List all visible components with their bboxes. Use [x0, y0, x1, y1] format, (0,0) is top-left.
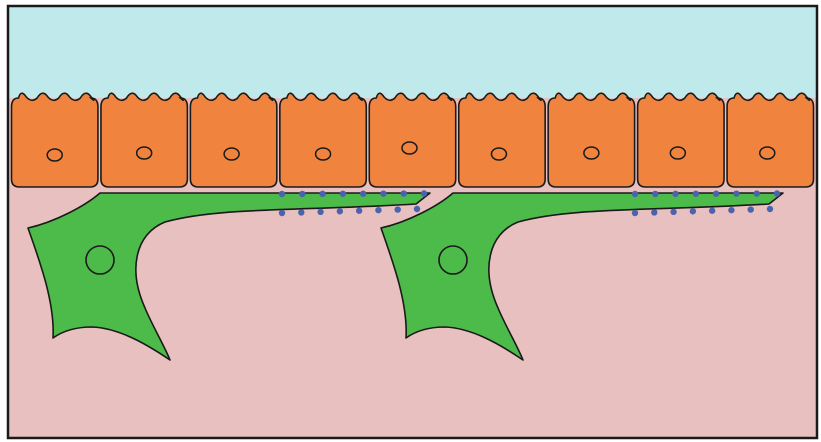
membrane-dot [652, 191, 658, 197]
epithelial-cell [727, 93, 813, 187]
membrane-dot [728, 207, 734, 213]
membrane-dot [401, 190, 407, 196]
membrane-dot [670, 209, 676, 215]
lumen-region [8, 6, 817, 98]
epithelial-cell [459, 93, 545, 187]
membrane-dot [672, 191, 678, 197]
epithelial-cell [101, 93, 187, 187]
epithelial-layer [12, 93, 814, 187]
membrane-dot [713, 191, 719, 197]
membrane-dot [395, 206, 401, 212]
membrane-dot [375, 207, 381, 213]
membrane-dot [774, 190, 780, 196]
membrane-dot [690, 208, 696, 214]
membrane-dot [709, 208, 715, 214]
membrane-dot [279, 210, 285, 216]
membrane-dot [340, 191, 346, 197]
membrane-dot [767, 206, 773, 212]
membrane-dot [733, 190, 739, 196]
membrane-dot [414, 206, 420, 212]
membrane-dot [632, 210, 638, 216]
membrane-dot [360, 191, 366, 197]
membrane-dot [279, 191, 285, 197]
membrane-dot [317, 209, 323, 215]
epithelial-cell [638, 93, 724, 187]
membrane-dot [380, 190, 386, 196]
membrane-dot [319, 191, 325, 197]
membrane-dot [298, 209, 304, 215]
membrane-dot [748, 206, 754, 212]
epithelial-cell [369, 93, 455, 187]
membrane-dot [337, 208, 343, 214]
epithelial-cell [280, 93, 366, 187]
membrane-dot [356, 208, 362, 214]
membrane-dot [754, 190, 760, 196]
epithelial-cell [12, 93, 98, 187]
epithelial-cell [190, 93, 276, 187]
membrane-dot [632, 191, 638, 197]
membrane-dot [421, 190, 427, 196]
membrane-dot [693, 191, 699, 197]
membrane-dot [299, 191, 305, 197]
epithelial-cell [548, 93, 634, 187]
membrane-dot [651, 209, 657, 215]
